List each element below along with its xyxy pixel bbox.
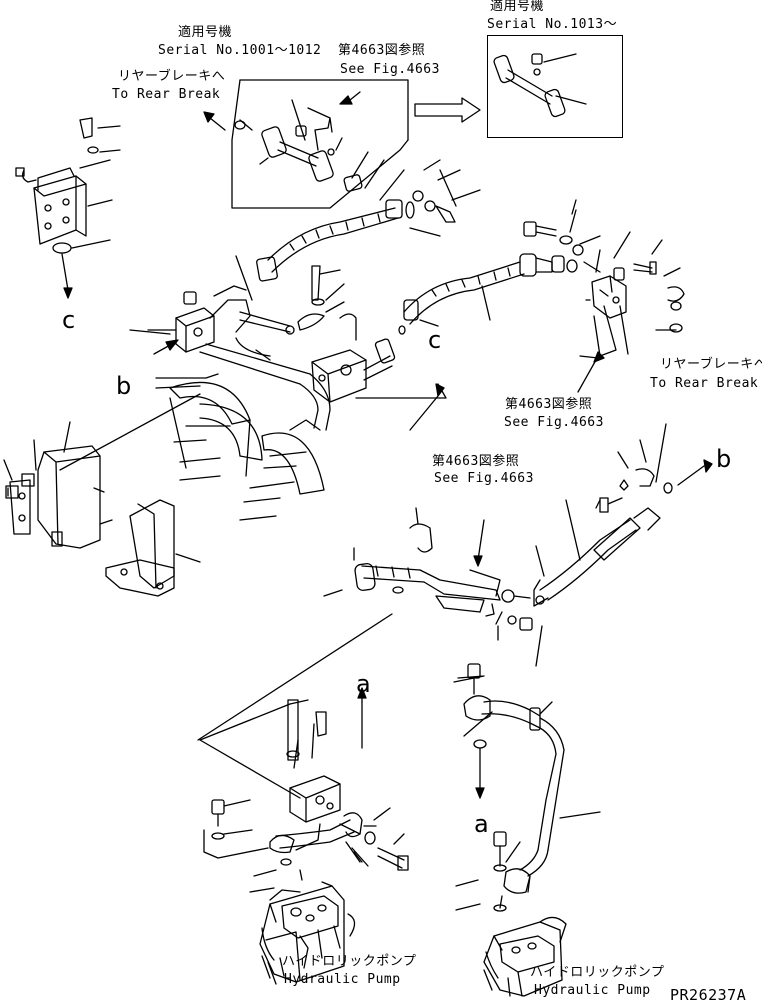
see-fig-b-label: See Fig.4663 [504,415,604,430]
valve-block-b [147,255,345,361]
callout-a-upper: a [356,670,371,698]
rear-brake-left-jp-label: リヤーブレーキへ [118,69,226,84]
right-hose [533,423,713,607]
lower-right-assembly [197,613,601,997]
pump-right-jp-label: ハイドロリックポンプ [530,965,665,980]
transition-arrow-icon [414,97,481,123]
main-tube [199,253,578,431]
serial-a-label: Serial No.1001～1012 [158,43,322,58]
inset-a-pipe [239,99,405,201]
lower-left-assembly [199,699,409,985]
inset-b-pipe [493,53,587,118]
upper-hose [256,159,481,282]
serial-b-inset-box [487,35,623,138]
serial-a-outline [231,79,409,209]
applicable-a-jp-label: 適用号機 [178,25,233,40]
applicable-b-jp-label: 適用号機 [490,0,545,14]
see-fig-a-label: See Fig.4663 [340,62,440,77]
callout-b-right: b [716,445,732,473]
right-fittings [523,199,685,359]
rear-brake-left-label: To Rear Break [112,87,221,102]
callout-b-left: b [116,372,132,400]
pump-left-jp-label: ハイドロリックポンプ [282,954,417,969]
see-fig-c-jp-label: 第4663図参照 [432,454,520,469]
solenoid-valve [15,111,246,299]
serial-b-label: Serial No.1013～ [487,17,618,32]
rear-brake-right-jp-label: リヤーブレーキへ [660,357,762,372]
rear-brake-right-label: To Rear Break [650,376,759,391]
see-fig-c-label: See Fig.4663 [434,471,534,486]
see-fig-a-jp-label: 第4663図参照 [338,43,426,58]
pump-left-label: Hydraulic Pump [284,972,401,987]
brackets [3,373,325,597]
callout-c-mid: c [428,326,442,354]
leader-lines [129,91,677,749]
callout-c-left: c [62,306,76,334]
callout-a-lower: a [474,810,489,838]
see-fig-b-jp-label: 第4663図参照 [505,397,593,412]
middle-hose [323,507,545,667]
pump-right-label: Hydraulic Pump [534,983,651,998]
drawing-number: PR26237A [670,986,747,1004]
